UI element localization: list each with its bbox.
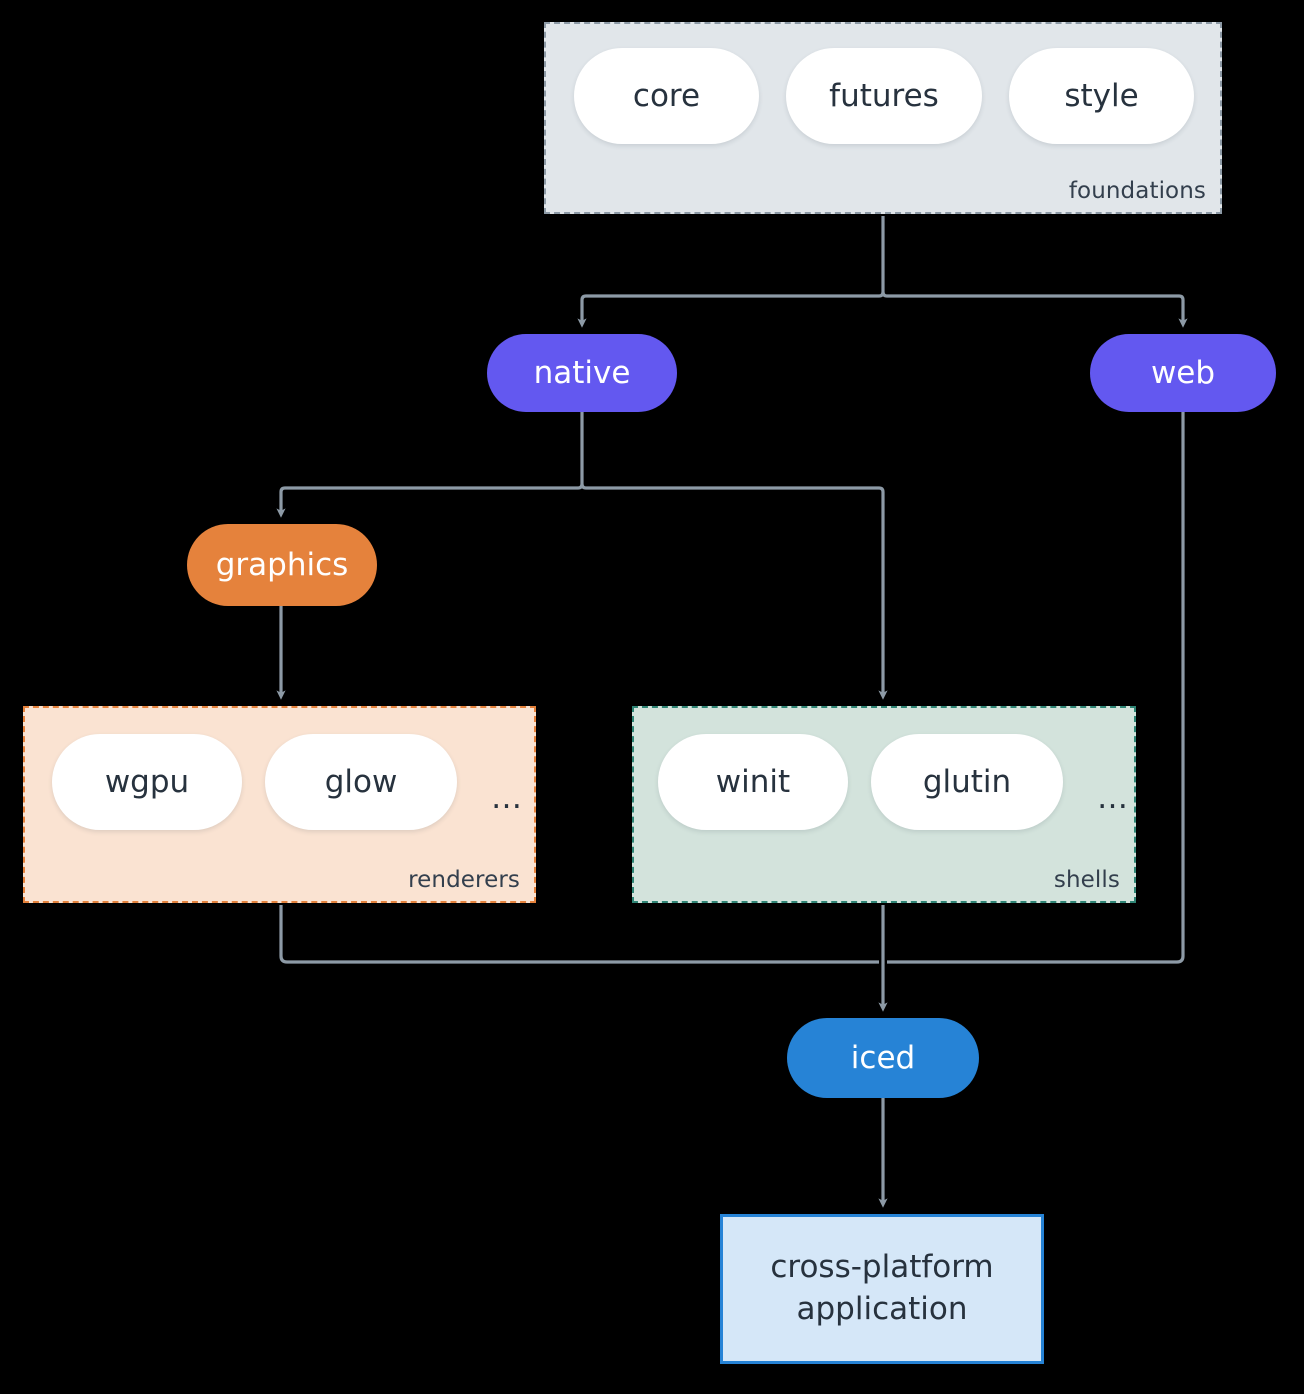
node-glow[interactable]: glow [265, 734, 457, 830]
node-winit[interactable]: winit [658, 734, 848, 830]
shells-overflow-ellipsis: … [1097, 780, 1129, 816]
application-line-2: application [796, 1291, 968, 1327]
node-iced[interactable]: iced [787, 1018, 979, 1098]
node-futures[interactable]: futures [786, 48, 982, 144]
node-core[interactable]: core [574, 48, 759, 144]
group-foundations: core futures style foundations [544, 22, 1222, 214]
foundations-items: core futures style [574, 48, 1194, 144]
node-style[interactable]: style [1009, 48, 1194, 144]
group-label-renderers: renderers [408, 867, 520, 893]
edge-renderers-to-merge [279, 905, 879, 964]
group-label-foundations: foundations [1068, 178, 1206, 204]
renderers-overflow-ellipsis: … [491, 780, 523, 816]
edge-split-to-shells [580, 483, 888, 700]
node-graphics[interactable]: graphics [187, 524, 377, 606]
node-web[interactable]: web [1090, 334, 1276, 412]
node-glutin[interactable]: glutin [871, 734, 1063, 830]
renderers-items: wgpu glow … [52, 734, 523, 830]
shells-items: winit glutin … [658, 734, 1129, 830]
edge-split-to-graphics [276, 483, 584, 518]
group-shells: winit glutin … shells [632, 706, 1136, 903]
node-cross-platform-application[interactable]: cross-platform application [720, 1214, 1044, 1364]
group-label-shells: shells [1053, 867, 1120, 893]
edge-split-to-web [881, 291, 1188, 328]
application-line-1: cross-platform [770, 1249, 994, 1286]
edge-split-to-native [577, 291, 885, 328]
node-wgpu[interactable]: wgpu [52, 734, 242, 830]
node-native[interactable]: native [487, 334, 677, 412]
group-renderers: wgpu glow … renderers [23, 706, 536, 903]
